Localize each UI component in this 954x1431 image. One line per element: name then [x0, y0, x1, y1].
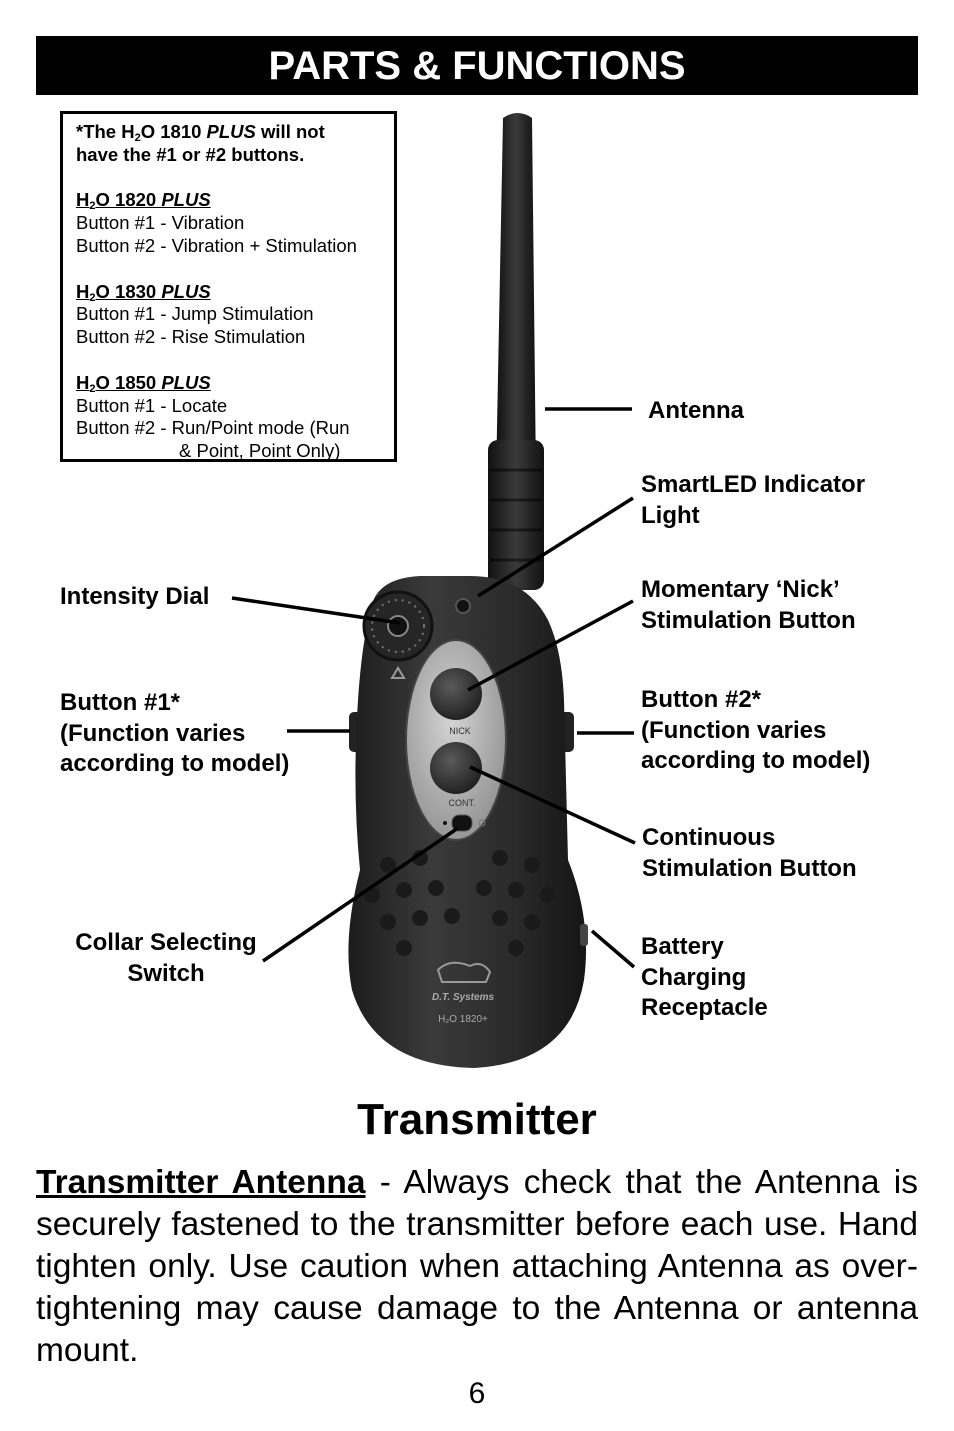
leader-collar: [262, 826, 459, 963]
continuous-button: [430, 742, 482, 794]
model-1850-button2: Button #2 - Run/Point mode (Run: [76, 417, 350, 439]
model-heading-1820: H2O 1820 PLUS: [76, 189, 211, 213]
page-number: 6: [468, 1377, 486, 1410]
leader-continuous: [469, 765, 636, 845]
antenna: [488, 113, 544, 590]
transmitter-illustration: NICK CONT. D.T. Systems H₂O 1820+: [231, 113, 636, 1068]
model-notes-box: *The H2O 1810 PLUS will not have the #1 …: [60, 111, 397, 462]
page-title: Transmitter: [357, 1095, 597, 1144]
nick-button-text: NICK: [449, 726, 471, 736]
model-1830-button2: Button #2 - Rise Stimulation: [76, 326, 306, 348]
model-1820-button2: Button #2 - Vibration + Stimulation: [76, 234, 357, 256]
model-1820-button1: Button #1 - Vibration: [76, 212, 245, 234]
leader-smartled: [477, 496, 634, 598]
brand-text: D.T. Systems: [432, 992, 494, 1003]
smartled-indicator: [455, 598, 471, 614]
antenna-paragraph: Transmitter Antenna - Always check that …: [36, 1162, 918, 1372]
nick-button: [430, 668, 482, 720]
model-1830-button1: Button #1 - Jump Stimulation: [76, 303, 314, 325]
model-1850-button2-cont: & Point, Point Only): [179, 440, 341, 462]
cont-button-text: CONT.: [449, 798, 476, 808]
model-heading-1850: H2O 1850 PLUS: [76, 371, 211, 395]
brand-logo: D.T. Systems H₂O 1820+: [432, 961, 494, 1025]
leader-intensity: [231, 596, 401, 625]
charging-receptacle: [580, 924, 588, 946]
note-intro-line2: have the #1 or #2 buttons.: [76, 143, 305, 165]
leader-battery: [590, 929, 636, 969]
model-1850-button1: Button #1 - Locate: [76, 394, 228, 416]
paragraph-heading: Transmitter Antenna: [36, 1164, 366, 1201]
triangle-marker-icon: [390, 666, 406, 679]
leader-lines: [231, 407, 636, 969]
section-banner: PARTS & FUNCTIONS: [36, 36, 918, 95]
intensity-dial: [362, 590, 434, 662]
label-antenna: Antenna: [648, 397, 744, 424]
model-text: H₂O 1820+: [438, 1014, 488, 1025]
paragraph-body: - Always check that the Antenna is secur…: [36, 1164, 919, 1369]
label-intensity-dial: Intensity Dial: [60, 583, 210, 610]
model-heading-1830: H2O 1830 PLUS: [76, 280, 211, 304]
label-nick-button: Momentary ‘Nick’Stimulation Button: [641, 576, 856, 634]
leader-nick: [467, 599, 634, 692]
note-intro: *The H2O 1810 PLUS will not: [76, 121, 325, 144]
